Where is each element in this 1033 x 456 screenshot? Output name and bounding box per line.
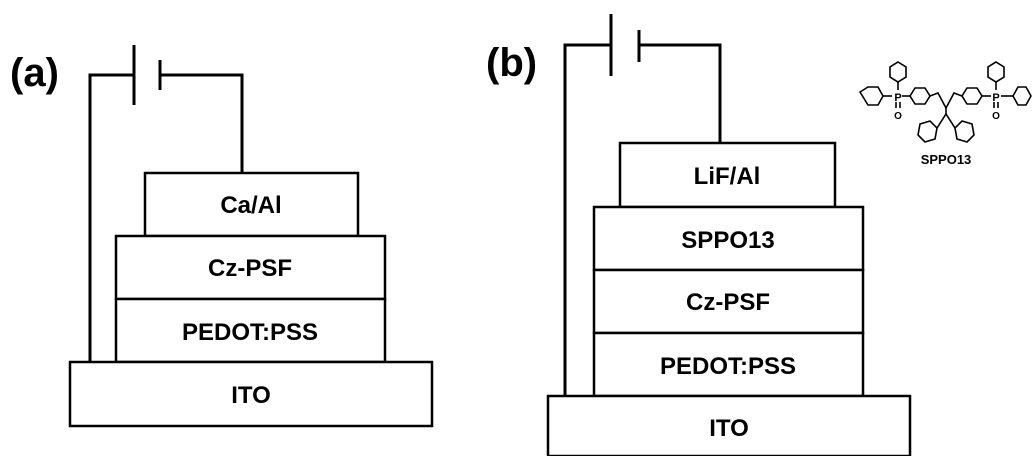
layer-sppo13: SPPO13 [592, 205, 865, 272]
svg-text:PEDOT:PSS: PEDOT:PSS [182, 319, 318, 346]
layer-ca-al: Ca/Al [143, 171, 360, 238]
layer-cz-psf-a: Cz-PSF [114, 234, 387, 301]
sppo13-structure: P P O O [858, 61, 1032, 143]
layer-lif-al: LiF/Al [618, 141, 837, 209]
oxygen-label-left: O [894, 111, 902, 122]
svg-text:ITO: ITO [709, 415, 749, 442]
layer-ito-b: ITO [546, 394, 912, 456]
svg-text:LiF/Al: LiF/Al [694, 163, 761, 190]
panel-b-label: (b) [486, 41, 537, 85]
layer-pedot-pss-a: PEDOT:PSS [114, 297, 387, 364]
layer-ito-a: ITO [68, 360, 434, 428]
battery-a [88, 45, 244, 363]
svg-text:PEDOT:PSS: PEDOT:PSS [660, 353, 796, 380]
phosphorus-label-left: P [894, 92, 901, 104]
layer-pedot-pss-b: PEDOT:PSS [592, 331, 865, 398]
battery-b [563, 14, 722, 395]
phosphorus-label-right: P [992, 92, 999, 104]
svg-text:SPPO13: SPPO13 [681, 227, 774, 254]
layer-cz-psf-b: Cz-PSF [592, 268, 865, 335]
molecule-name: SPPO13 [921, 152, 972, 167]
svg-text:Cz-PSF: Cz-PSF [686, 289, 770, 316]
svg-text:Ca/Al: Ca/Al [220, 192, 281, 219]
panel-a-label: (a) [10, 51, 59, 95]
oxygen-label-right: O [992, 111, 1000, 122]
svg-text:Cz-PSF: Cz-PSF [208, 255, 292, 282]
svg-text:ITO: ITO [231, 382, 271, 409]
